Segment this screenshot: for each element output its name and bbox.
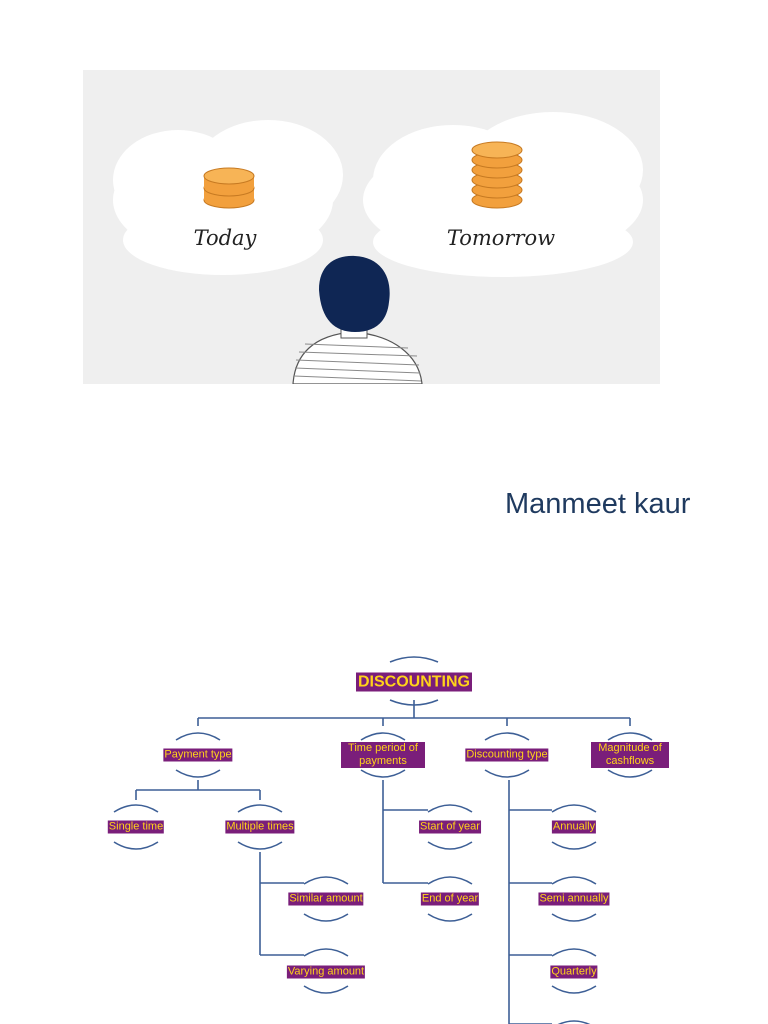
node-semi-annually: Semi annually [538,892,610,906]
discounting-hierarchy-diagram: DISCOUNTING Payment type Time period of … [0,640,768,1024]
node-discounting-type: Discounting type [465,748,549,762]
coin-stack-large-icon [471,141,523,209]
node-varying-amount: Varying amount [286,965,366,979]
tomorrow-caption: Tomorrow [447,226,555,250]
time-value-illustration: Today Tomorrow [83,70,660,384]
author-name: Manmeet kaur [505,488,691,520]
node-multiple-times: Multiple times [225,820,295,834]
node-similar-amount: Similar amount [288,892,364,906]
today-caption: Today [194,226,258,250]
coin-stack-small-icon [203,167,255,209]
node-start-of-year: Start of year [419,820,481,834]
connector-lines [113,656,653,1024]
node-annually: Annually [551,820,597,834]
node-single-time: Single time [107,820,165,834]
node-magnitude: Magnitude of cashflows [591,742,669,768]
node-payment-type: Payment type [163,748,233,762]
node-time-period: Time period of payments [341,742,425,768]
node-end-of-year: End of year [420,892,480,906]
node-discounting: DISCOUNTING [356,672,472,692]
node-quarterly: Quarterly [550,965,598,979]
person-icon [292,255,423,384]
